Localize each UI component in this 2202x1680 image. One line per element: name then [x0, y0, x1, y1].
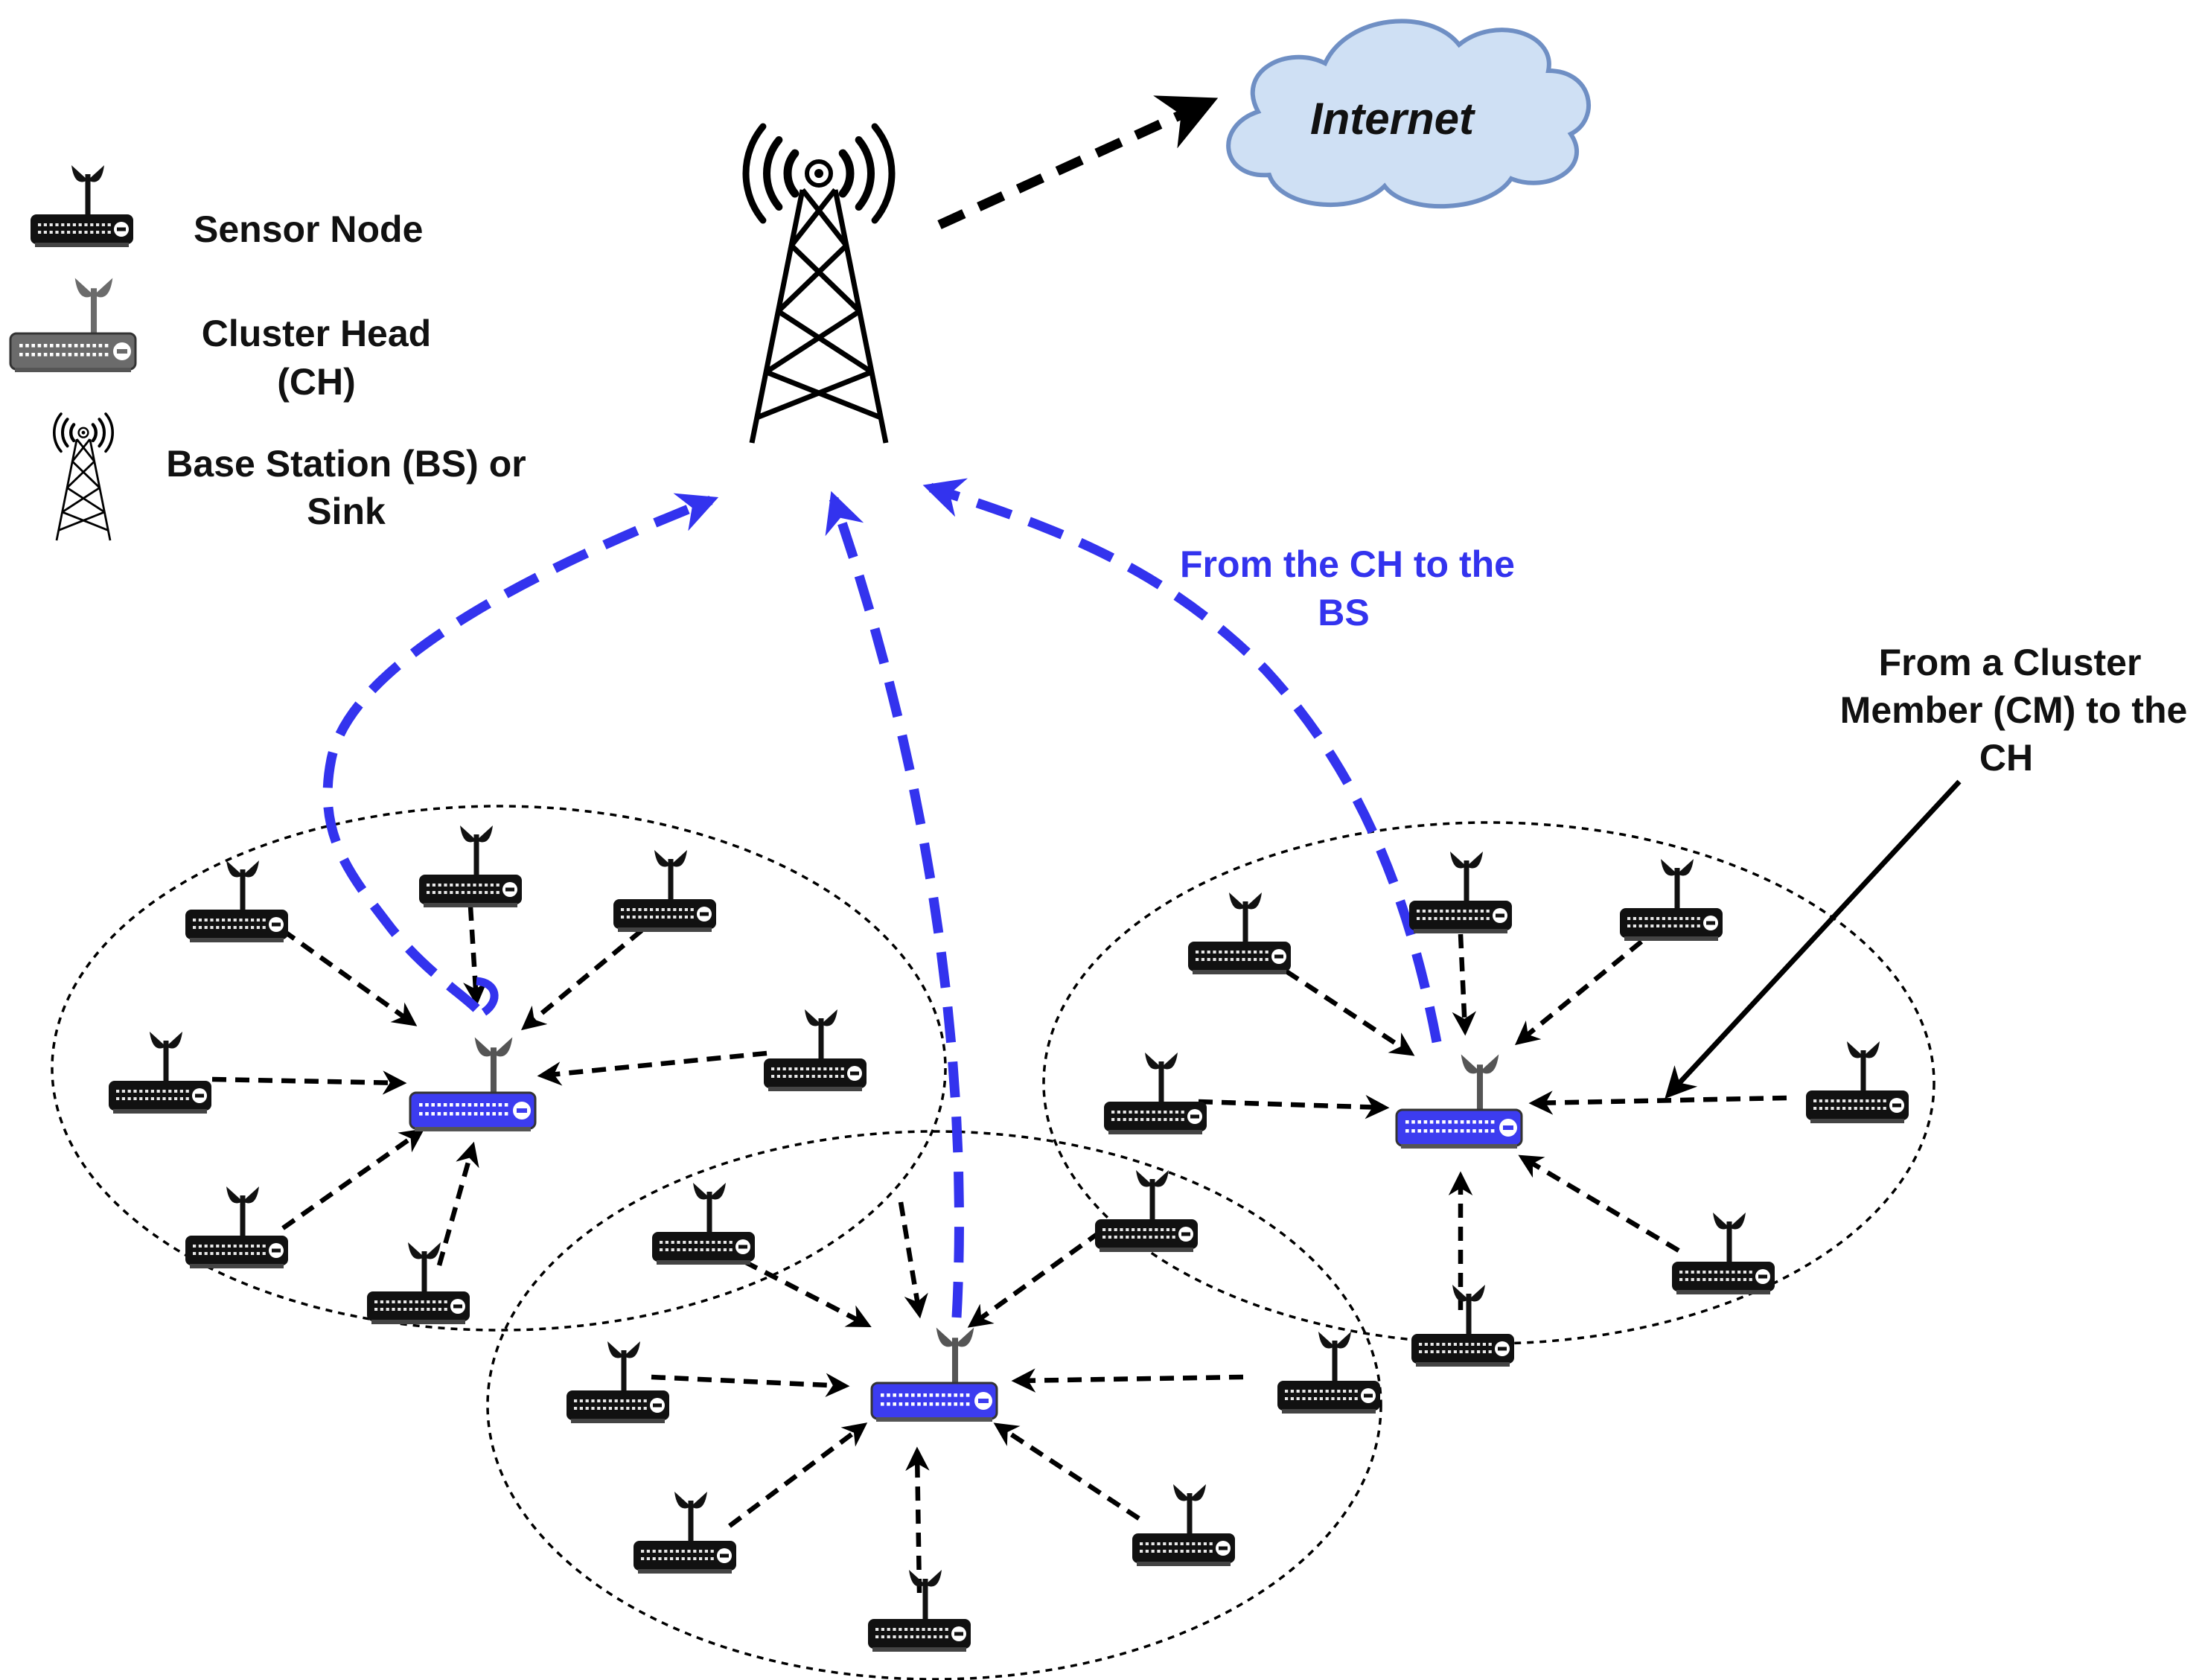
cluster-bottom-sensor-node-icon [634, 1492, 736, 1574]
cm-to-ch-label-line3: CH [1979, 737, 2033, 779]
network-nodes [109, 825, 1909, 1652]
cluster-right-member-arrow [1514, 939, 1644, 1046]
cluster-bottom-member-arrow [993, 1422, 1140, 1521]
internet-cloud-icon: Internet [1226, 19, 1591, 209]
legend-sensor-node-icon [31, 165, 133, 247]
cluster-right-sensor-node-icon [1411, 1285, 1514, 1367]
cluster-left-member-arrow [281, 928, 418, 1026]
ch-left-to-bs-arrow [322, 493, 719, 1012]
cluster-left-sensor-node-icon [185, 860, 288, 942]
cluster-left-sensor-node-icon [109, 1032, 211, 1114]
cluster-bottom-sensor-node-icon [868, 1570, 971, 1652]
cm-to-ch-label-line1: From a Cluster [1879, 642, 2142, 683]
legend-cluster-head-label-line1: Cluster Head [202, 313, 431, 354]
ch-left-arrow-hook [476, 977, 499, 1016]
bs-to-internet-arrow [937, 95, 1219, 229]
ch-bottom-to-bs-arrow [825, 491, 964, 1318]
internet-label: Internet [1310, 94, 1476, 144]
legend-sensor-node-icon [31, 165, 133, 247]
cluster-bottom-sensor-node-icon [1277, 1332, 1380, 1414]
cluster-left-member-arrow [281, 1128, 425, 1230]
cluster-bottom-member-arrow [905, 1446, 930, 1594]
cluster-boundaries [51, 805, 1935, 1680]
legend-base-station-label-line1: Base Station (BS) or [166, 443, 526, 485]
cluster-right-member-arrow [1452, 933, 1477, 1036]
cluster-right-member-arrow [1285, 969, 1415, 1056]
cluster-left-boundary [51, 805, 947, 1332]
legend-sensor-label: Sensor Node [194, 208, 423, 250]
cluster-right-boundary [1042, 821, 1935, 1345]
legend-cluster-head-label-line2: (CH) [277, 361, 356, 403]
cluster-bottom-sensor-node-icon [652, 1183, 755, 1265]
cm-to-ch-annotation-arrow [1665, 779, 1962, 1099]
cluster-right-member-arrow [1518, 1154, 1680, 1253]
cluster-bottom-cluster-head-icon [870, 1327, 998, 1422]
cluster-left-member-arrow [463, 906, 488, 1006]
cluster-bottom-member-arrow [728, 1422, 868, 1528]
cluster-bottom-member-arrow [651, 1373, 850, 1398]
cluster-left-member-arrow [520, 928, 644, 1031]
cluster-bottom-boundary [486, 1130, 1382, 1680]
cluster-bottom-member-arrow [743, 1259, 872, 1327]
cluster-bottom-member-arrow [1011, 1368, 1244, 1393]
cluster-right-sensor-node-icon [1104, 1053, 1207, 1134]
cluster-left-sensor-node-icon [764, 1009, 867, 1091]
cluster-left-member-arrow [211, 1070, 407, 1095]
cluster-right-sensor-node-icon [1620, 859, 1723, 941]
cluster-right-cluster-head-icon [1395, 1054, 1523, 1149]
ch-to-bs-arrows [322, 478, 1442, 1318]
cluster-right-member-arrow [1198, 1094, 1390, 1120]
cluster-bottom-member-arrow [898, 1201, 928, 1319]
cluster-left-member-arrow [537, 1050, 767, 1086]
cm-to-ch-label-line2: Member (CM) to the [1840, 689, 2188, 731]
legend-cluster-head-icon [9, 278, 137, 372]
ch-to-bs-label-line2: BS [1318, 592, 1369, 633]
base-station-tower-icon [742, 123, 896, 444]
cluster-bottom-sensor-node-icon [567, 1341, 669, 1423]
legend: Sensor Node Cluster Head (CH) Base Stati… [9, 165, 526, 541]
ch-right-to-bs-arrow [922, 478, 1442, 1044]
cluster-left-sensor-node-icon [185, 1186, 288, 1268]
cluster-bottom-sensor-node-icon [1095, 1170, 1198, 1252]
cluster-right-sensor-node-icon [1672, 1213, 1775, 1294]
cluster-left-cluster-head-icon [409, 1037, 537, 1131]
cluster-right-sensor-node-icon [1409, 852, 1512, 933]
legend-base-station-icon [53, 412, 114, 541]
legend-cluster-head-icon [9, 278, 137, 372]
legend-base-station-label-line2: Sink [307, 491, 386, 532]
cluster-bottom-member-arrow [967, 1230, 1102, 1328]
cluster-left-member-arrow [436, 1141, 479, 1266]
cluster-right-sensor-node-icon [1806, 1041, 1909, 1123]
cluster-bottom-sensor-node-icon [1132, 1484, 1235, 1566]
cluster-left-sensor-node-icon [419, 825, 522, 907]
cluster-right-sensor-node-icon [1188, 892, 1291, 974]
cluster-left-sensor-node-icon [613, 850, 716, 932]
cluster-left-sensor-node-icon [367, 1242, 470, 1324]
ch-to-bs-label-line1: From the CH to the [1180, 543, 1515, 585]
cluster-right-member-arrow [1528, 1090, 1787, 1115]
member-to-ch-arrows [211, 906, 1787, 1594]
